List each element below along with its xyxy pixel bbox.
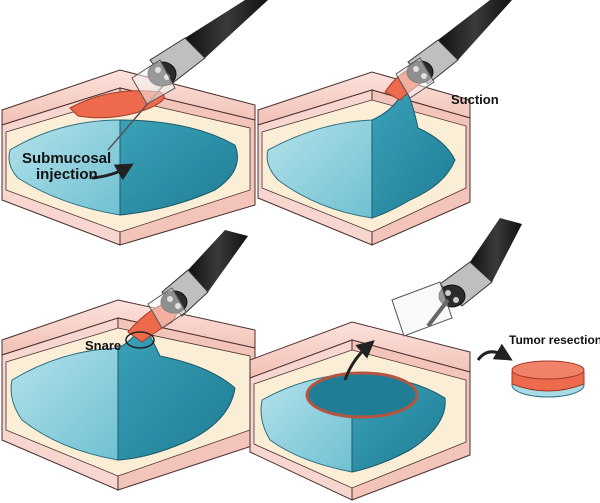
panel-suction — [257, 0, 512, 246]
endoscope — [131, 0, 268, 105]
label-snare: Snare — [85, 338, 122, 353]
endoscope — [147, 230, 248, 329]
panel-submucosal-injection — [1, 0, 268, 246]
label-tumor-resection: Tumor resection — [509, 333, 600, 347]
panel-tumor-resection — [249, 218, 585, 501]
panel-snare — [1, 230, 256, 491]
resection-cavity — [305, 371, 419, 419]
removal-arrow — [343, 340, 375, 381]
endoscope — [395, 0, 512, 99]
injection-arrow — [91, 163, 134, 181]
resected-specimen — [511, 360, 585, 398]
label-suction: Suction — [451, 92, 499, 107]
endoscope — [391, 218, 522, 337]
snare-loop — [125, 331, 155, 349]
specimen-arrow — [476, 343, 513, 361]
label-submucosal: Submucosal — [22, 150, 112, 167]
fluid-cushion — [8, 119, 121, 216]
label-injection: injection — [36, 166, 98, 183]
